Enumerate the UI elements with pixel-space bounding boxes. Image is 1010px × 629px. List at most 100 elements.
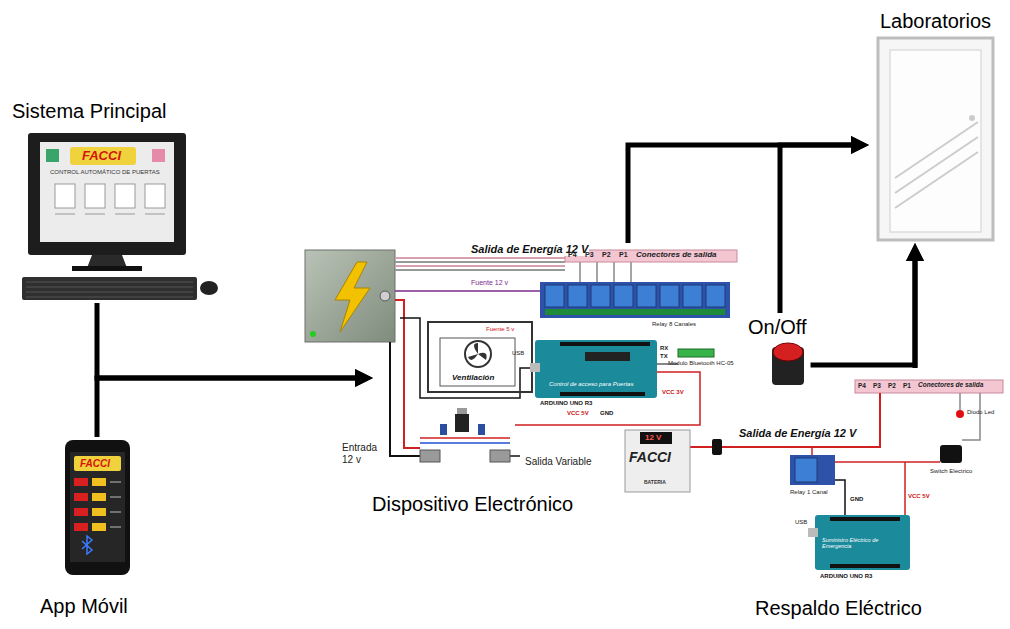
monitor-icon — [22, 133, 218, 300]
logo-text: FACCI — [629, 449, 671, 465]
arduino-board — [830, 564, 900, 568]
relay-board — [683, 285, 702, 307]
bluetooth-module — [678, 349, 714, 357]
wire — [580, 262, 631, 282]
battery-icon — [625, 430, 690, 492]
power-output-label: Salida de Energía 12 V — [738, 427, 857, 440]
monitor-icon — [145, 184, 165, 208]
power-box — [335, 262, 370, 332]
relay-label: Relay 8 Canales — [652, 321, 696, 328]
fan-module — [428, 322, 532, 392]
main-system: Sistema Principal — [8, 98, 218, 303]
arduino-board — [530, 340, 657, 398]
door-icon — [969, 115, 975, 121]
wire — [390, 258, 700, 456]
screen-title: CONTROL AUTOMÁTICO DE PUERTAS — [50, 169, 160, 176]
supply-label: Fuente 5 v — [486, 326, 514, 333]
wire — [395, 300, 420, 448]
fan-module — [428, 322, 532, 392]
module-label: Modulo Bluetooth HC-05 — [668, 360, 734, 367]
door-icon — [878, 38, 993, 240]
arduino-board — [560, 392, 645, 396]
pin-name: P3 — [873, 382, 881, 389]
fan-module — [468, 343, 487, 360]
door-icon — [895, 137, 978, 193]
phone-icon — [110, 482, 121, 527]
monitor-icon — [28, 133, 186, 255]
fan-label: Ventilación — [452, 373, 494, 382]
regulator-board — [490, 450, 510, 462]
board-label: Suministro Eléctrico de Emergencia — [822, 537, 907, 550]
wire — [722, 393, 880, 447]
monitor-icon — [70, 147, 136, 165]
wire — [962, 393, 980, 440]
monitor-icon — [85, 214, 105, 215]
flow-arrow — [913, 261, 918, 368]
node-heading: Dispositivo Electrónico — [372, 493, 573, 516]
arduino-board — [808, 528, 818, 537]
phone-icon — [65, 440, 130, 575]
fan-module — [440, 338, 515, 386]
monitor-icon — [26, 282, 193, 297]
arduino-board — [560, 342, 650, 346]
input-label: Entrada 12 v — [342, 442, 386, 465]
phone-icon — [65, 440, 130, 575]
port-label: USB — [795, 519, 807, 526]
door-icon — [895, 122, 978, 178]
pin-name: GND — [600, 410, 613, 417]
monitor-icon — [200, 281, 218, 295]
switch-button: On/Off — [745, 313, 811, 388]
lab-door: Laboratorios — [868, 8, 1003, 244]
monitor-icon — [55, 184, 75, 208]
monitor-icon — [152, 149, 165, 162]
power-box — [305, 250, 395, 342]
push-button — [773, 343, 803, 361]
arduino-board — [815, 515, 910, 570]
relay-board — [545, 309, 725, 315]
relay-board — [545, 285, 564, 307]
regulator-board — [457, 408, 467, 414]
phone-icon — [74, 508, 88, 516]
pin-name: P4 — [568, 251, 577, 259]
node-heading: App Móvil — [40, 595, 128, 618]
wire — [959, 393, 961, 410]
phone-icon — [92, 478, 106, 486]
monitor-icon — [145, 214, 165, 215]
pin-name: VCC 5V — [908, 493, 930, 500]
node-heading: On/Off — [748, 316, 807, 339]
monitor-icon — [85, 184, 105, 208]
connector-strip — [565, 250, 737, 262]
monitor-icon — [40, 142, 174, 242]
wire — [904, 462, 906, 515]
wire — [395, 261, 565, 263]
arduino-board — [830, 517, 900, 521]
pin-name: GND — [850, 496, 863, 503]
regulator-board — [420, 408, 510, 462]
relay-board — [614, 285, 633, 307]
relay-board — [795, 458, 817, 482]
pin-name: P2 — [602, 251, 611, 259]
phone-icon — [74, 493, 88, 501]
wire — [400, 318, 530, 398]
logo-text: FACCI — [82, 149, 121, 164]
wire — [690, 446, 712, 448]
phone-icon — [74, 478, 88, 486]
power-box — [310, 331, 316, 337]
wire — [835, 461, 940, 463]
relay-board — [660, 285, 679, 307]
arduino-board — [535, 340, 657, 398]
pin-name: RX — [660, 345, 668, 352]
wire — [395, 257, 565, 259]
monitor-icon — [115, 184, 135, 208]
switch-label: Switch Electrico — [930, 468, 972, 475]
door-icon — [890, 50, 981, 232]
monitor-icon — [115, 214, 135, 215]
door-icon — [878, 38, 993, 240]
flow-arrow — [97, 303, 355, 378]
relay-board — [568, 285, 587, 307]
fan-module — [465, 341, 491, 367]
board-label: Control de acceso para Puertas — [549, 381, 633, 388]
